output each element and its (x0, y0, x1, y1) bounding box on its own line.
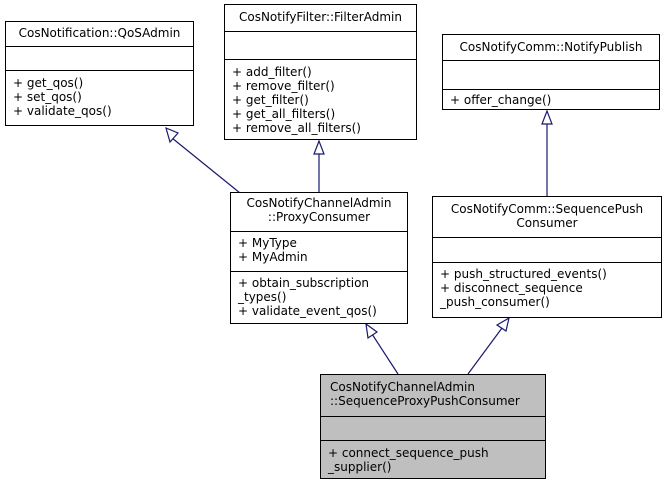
class-title-line: CosNotifyFilter::FilterAdmin (238, 10, 402, 24)
class-notifypublish-attributes-section (443, 60, 659, 89)
class-title-line: ::SequenceProxyPushConsumer (330, 394, 520, 408)
class-qosadmin[interactable]: CosNotification::QoSAdmin + get_qos() + … (5, 21, 194, 126)
arrowhead-filteradmin (313, 139, 325, 155)
class-title-line: CosNotifyChannelAdmin (330, 380, 475, 394)
arrowhead-proxyconsumer (365, 322, 379, 340)
class-notifypublish[interactable]: CosNotifyComm::NotifyPublish + offer_cha… (442, 34, 660, 110)
class-title-line: ::ProxyConsumer (267, 210, 371, 224)
class-proxyconsumer[interactable]: CosNotifyChannelAdmin ::ProxyConsumer + … (230, 192, 408, 324)
edge-sppc-to-proxyconsumer (371, 333, 399, 375)
class-proxyconsumer-operations-section: + obtain_subscription _types() + validat… (231, 271, 407, 323)
attribute: + MyAdmin (238, 250, 308, 264)
class-title-line: CosNotifyComm::NotifyPublish (459, 40, 643, 54)
class-proxyconsumer-title-section: CosNotifyChannelAdmin ::ProxyConsumer (231, 193, 407, 231)
operation: _supplier() (328, 460, 392, 474)
arrowhead-notifypublish (541, 109, 553, 125)
class-sequencepushconsumer[interactable]: CosNotifyComm::SequencePush Consumer + p… (432, 196, 662, 318)
operation: + remove_all_filters() (232, 121, 361, 135)
operation: + get_qos() (13, 76, 84, 90)
operation: + connect_sequence_push (328, 446, 489, 460)
edge-proxyconsumer-to-qosadmin (171, 137, 241, 194)
operation: _push_consumer() (440, 295, 550, 309)
class-notifypublish-operations-section: + offer_change() (443, 89, 659, 109)
class-notifypublish-title-section: CosNotifyComm::NotifyPublish (443, 35, 659, 60)
operation: + push_structured_events() (440, 267, 607, 281)
class-filteradmin-operations-section: + add_filter() + remove_filter() + get_f… (225, 59, 416, 139)
class-filteradmin-attributes-section (225, 31, 416, 59)
class-sequenceproxypushconsumer-title-section: CosNotifyChannelAdmin ::SequenceProxyPus… (321, 375, 545, 416)
class-qosadmin-title-section: CosNotification::QoSAdmin (6, 22, 193, 46)
operation: + add_filter() (232, 65, 312, 79)
operation: + validate_qos() (13, 104, 112, 118)
class-sequencepushconsumer-attributes-section (433, 237, 661, 262)
operation: + disconnect_sequence (440, 281, 583, 295)
arrowhead-qosadmin (165, 126, 180, 144)
operation: + remove_filter() (232, 79, 335, 93)
operation: + get_filter() (232, 93, 309, 107)
operation: + validate_event_qos() (238, 304, 377, 318)
class-title-line: CosNotifyChannelAdmin (246, 196, 392, 210)
class-title-line: Consumer (516, 216, 578, 230)
class-filteradmin[interactable]: CosNotifyFilter::FilterAdmin + add_filte… (224, 4, 417, 140)
arrowhead-sequencepushconsumer (495, 316, 510, 332)
operation: _types() (238, 290, 287, 304)
class-qosadmin-attributes-section (6, 46, 193, 70)
class-title-line: CosNotifyComm::SequencePush (450, 202, 644, 216)
operation: + offer_change() (450, 93, 552, 107)
class-sequenceproxypushconsumer-operations-section: + connect_sequence_push _supplier() (321, 440, 545, 478)
operation: + set_qos() (13, 90, 82, 104)
class-title-line: CosNotification::QoSAdmin (18, 26, 181, 40)
class-filteradmin-title-section: CosNotifyFilter::FilterAdmin (225, 5, 416, 31)
class-sequenceproxypushconsumer[interactable]: CosNotifyChannelAdmin ::SequenceProxyPus… (320, 374, 546, 479)
class-sequencepushconsumer-operations-section: + push_structured_events() + disconnect_… (433, 262, 661, 317)
class-proxyconsumer-attributes-section: + MyType + MyAdmin (231, 231, 407, 271)
edge-sppc-to-sequencepushconsumer (467, 327, 503, 375)
operation: + get_all_filters() (232, 107, 336, 121)
class-qosadmin-operations-section: + get_qos() + set_qos() + validate_qos() (6, 70, 193, 125)
attribute: + MyType (238, 236, 297, 250)
class-sequenceproxypushconsumer-attributes-section (321, 416, 545, 440)
class-sequencepushconsumer-title-section: CosNotifyComm::SequencePush Consumer (433, 197, 661, 237)
operation: + obtain_subscription (238, 276, 370, 290)
